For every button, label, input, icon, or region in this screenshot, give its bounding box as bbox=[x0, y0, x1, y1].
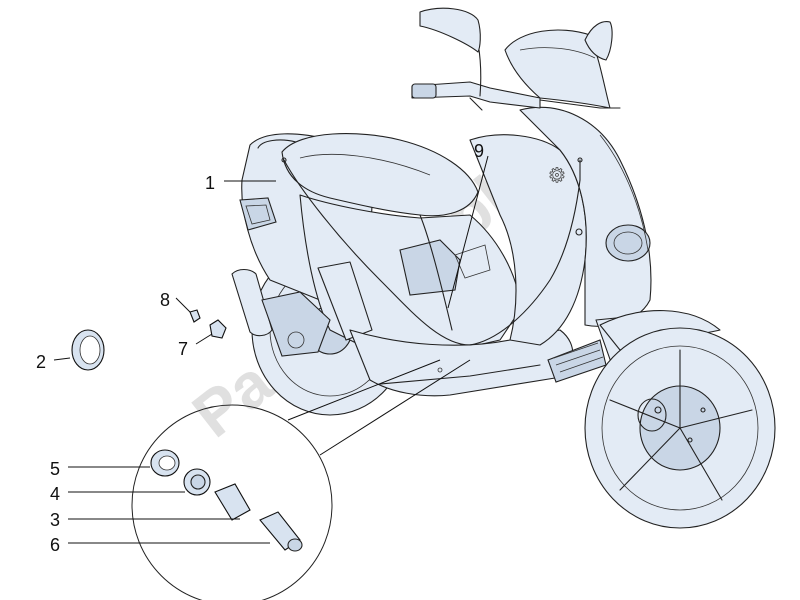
part-3-connector bbox=[214, 483, 251, 521]
front-wheel bbox=[584, 327, 776, 529]
svg-text:⚙: ⚙ bbox=[548, 165, 566, 187]
part-5-grommet bbox=[150, 449, 180, 477]
part-8-clip bbox=[189, 309, 201, 323]
part-7-clip bbox=[209, 319, 227, 339]
part-2-cable-tie-ring bbox=[71, 329, 105, 371]
callout-3: 3 bbox=[50, 510, 60, 530]
part-4-grommet bbox=[183, 468, 211, 496]
callout-9: 9 bbox=[474, 141, 484, 161]
wiring-harness bbox=[283, 159, 581, 346]
callout-8: 8 bbox=[160, 290, 170, 310]
scooter-illustration: ⚙ bbox=[231, 7, 776, 529]
leader-lines bbox=[53, 155, 489, 544]
callout-6: 6 bbox=[50, 535, 60, 555]
callout-5: 5 bbox=[50, 459, 60, 479]
callout-labels: 1 2 3 4 5 6 7 8 9 bbox=[36, 141, 484, 555]
leg-shield bbox=[469, 134, 587, 346]
callout-1: 1 bbox=[205, 173, 215, 193]
detail-inset bbox=[131, 359, 471, 600]
handlebar bbox=[411, 7, 621, 111]
part-6-connector bbox=[259, 511, 303, 552]
callout-4: 4 bbox=[50, 484, 60, 504]
callout-7: 7 bbox=[178, 339, 188, 359]
exhaust-and-shock bbox=[231, 261, 373, 357]
callout-2: 2 bbox=[36, 352, 46, 372]
headlight bbox=[575, 224, 651, 262]
